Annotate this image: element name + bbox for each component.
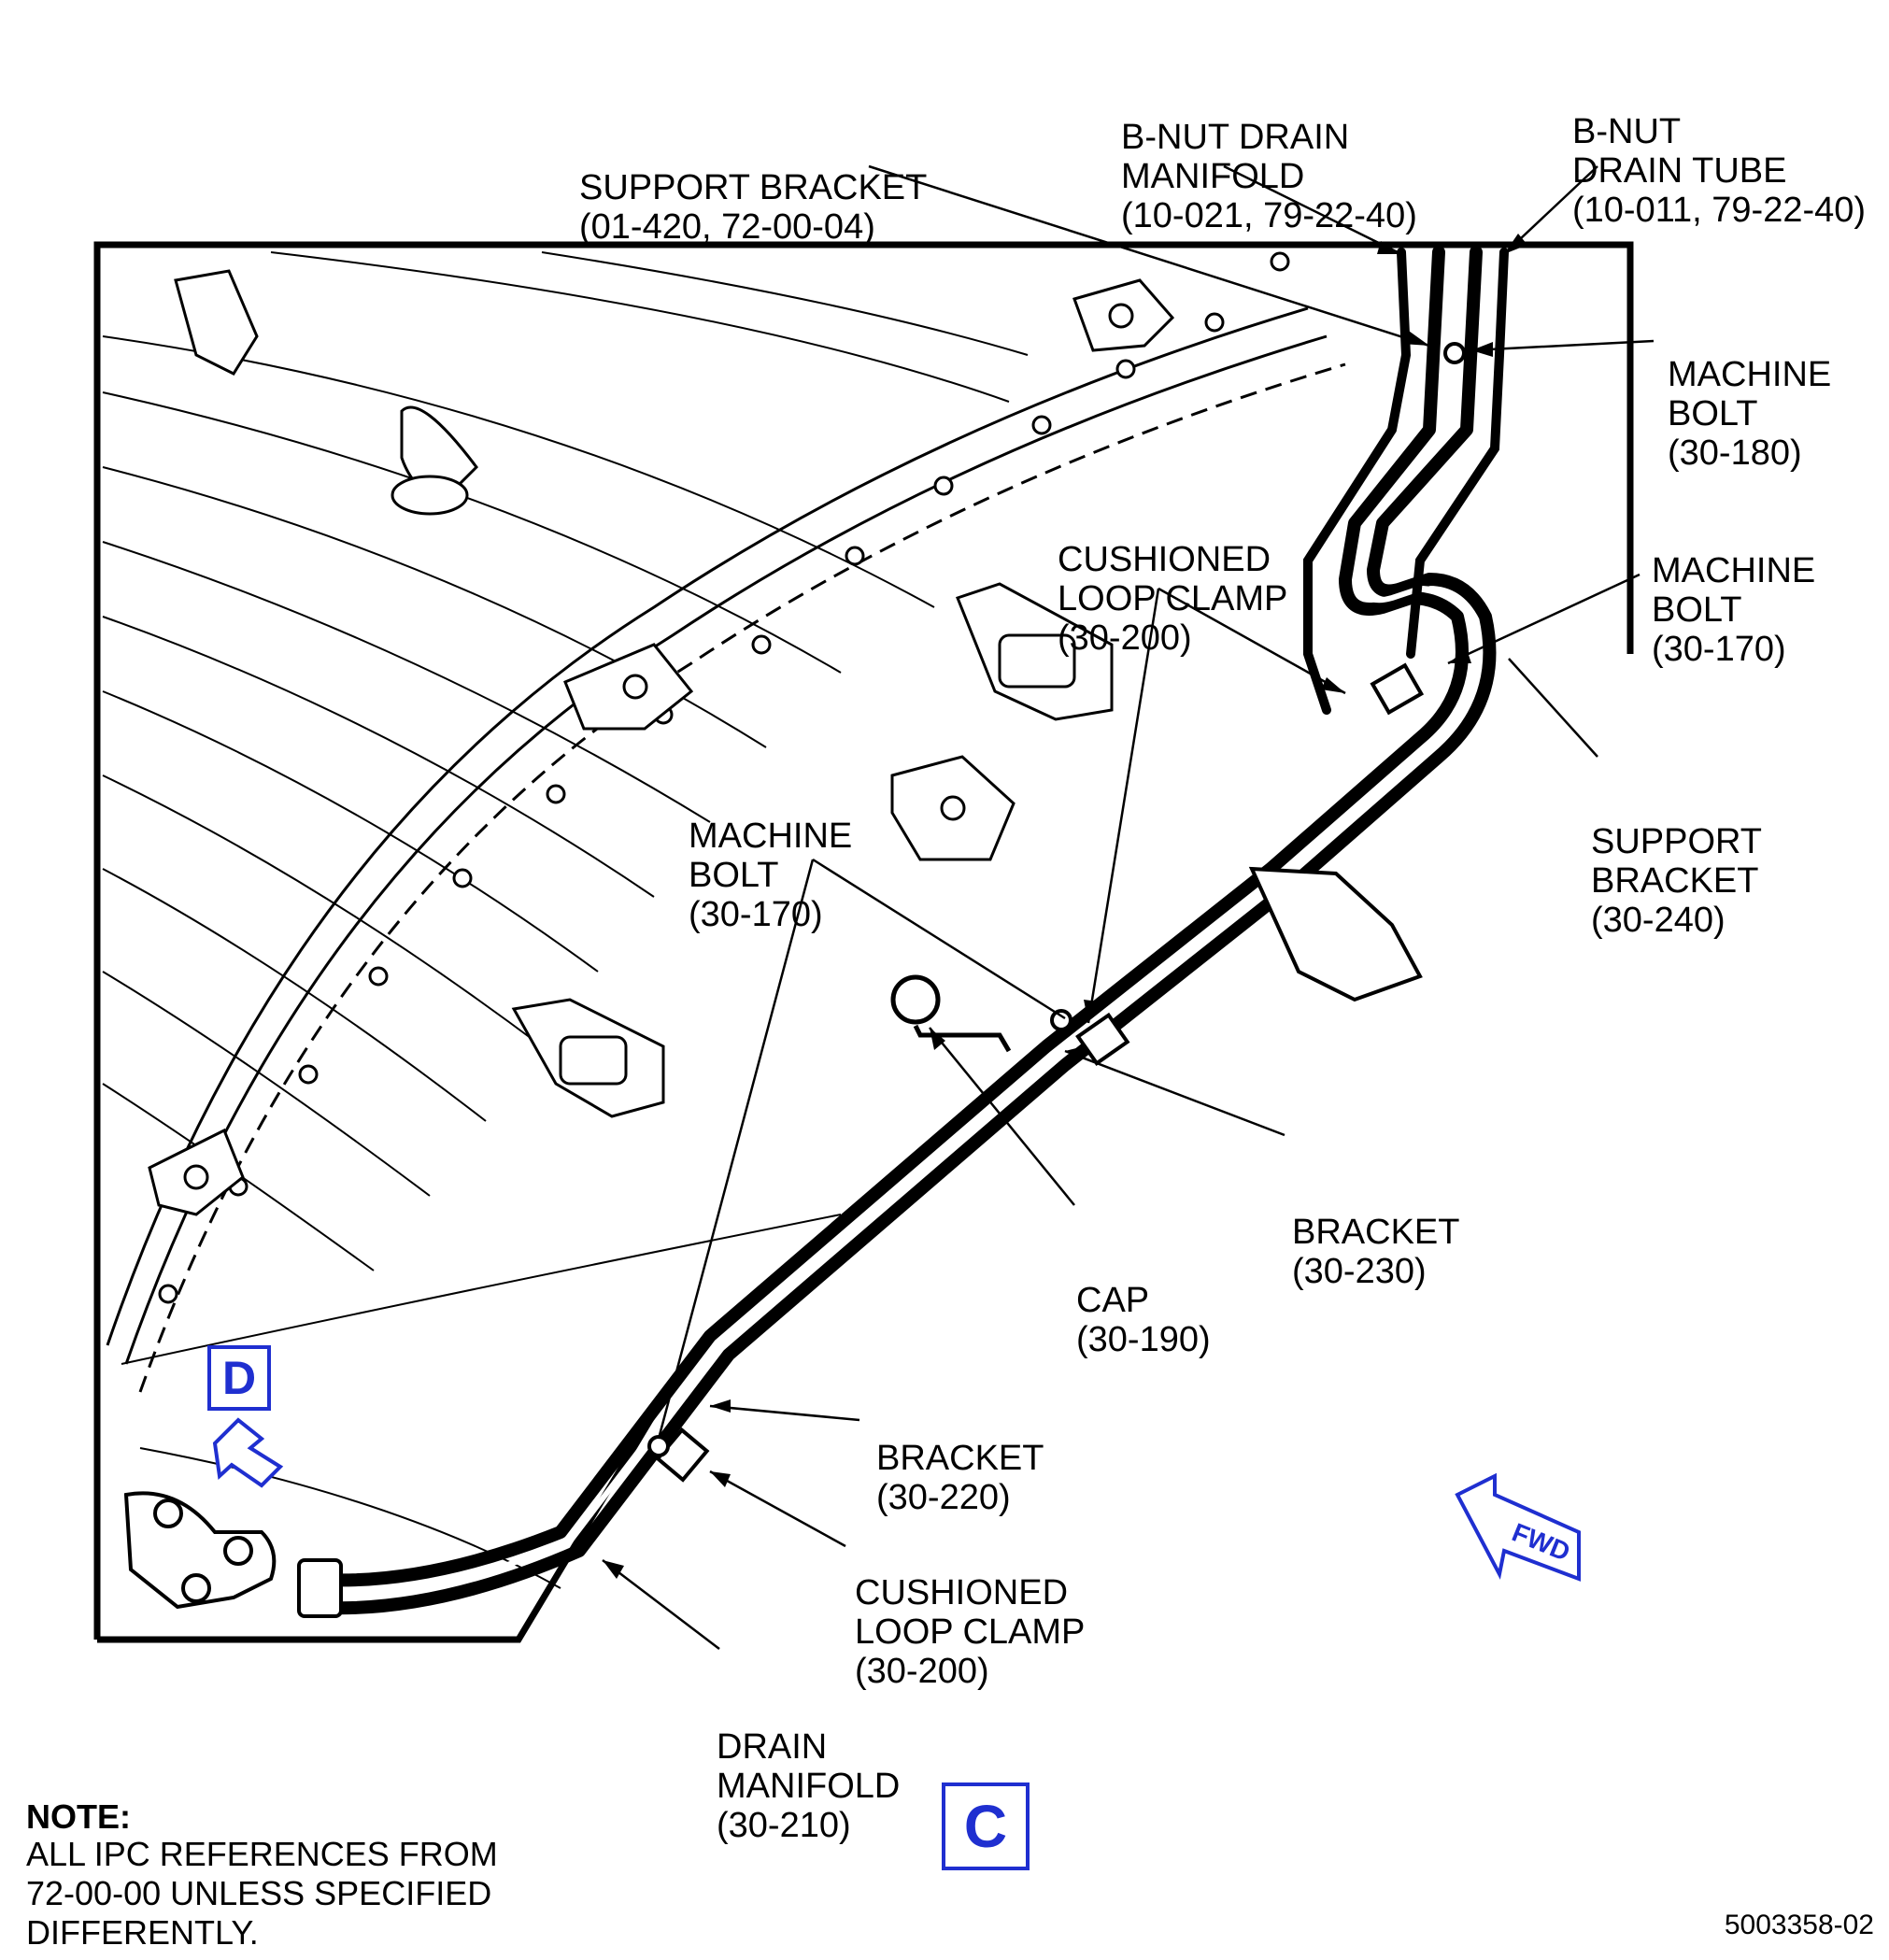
- cap-190-shape: [890, 974, 1012, 1053]
- callout-bracket-230: BRACKET(30-230): [1292, 1213, 1460, 1291]
- drain-manifold-tubes: [302, 246, 1497, 1615]
- detail-d-marker: D: [207, 1345, 271, 1411]
- drain-manifold-tube-fill: [307, 251, 1479, 1598]
- view-frame: [93, 241, 1634, 1643]
- detail-d-arrow-icon: [212, 1417, 284, 1488]
- mount-pad-icons: [148, 269, 1175, 1216]
- leader-arrowheads: [603, 234, 1527, 1579]
- note-body: ALL IPC REFERENCES FROM 72-00-00 UNLESS …: [26, 1835, 498, 1952]
- callout-cap-190: CAP(30-190): [1076, 1281, 1211, 1359]
- figure-number: 5003358-02: [1724, 1910, 1874, 1940]
- callout-support-bracket-top: SUPPORT BRACKET(01-420, 72-00-04): [579, 168, 928, 247]
- support-bracket-240-shape: [1248, 866, 1423, 1002]
- clamp-icons: [647, 342, 1466, 1483]
- note-heading: NOTE:: [26, 1797, 131, 1836]
- fwd-arrow-icon: [1455, 1472, 1581, 1582]
- drain-end-fitting: [123, 1491, 343, 1618]
- view-c-marker: C: [942, 1782, 1030, 1870]
- callout-bracket-220: BRACKET(30-220): [876, 1439, 1044, 1517]
